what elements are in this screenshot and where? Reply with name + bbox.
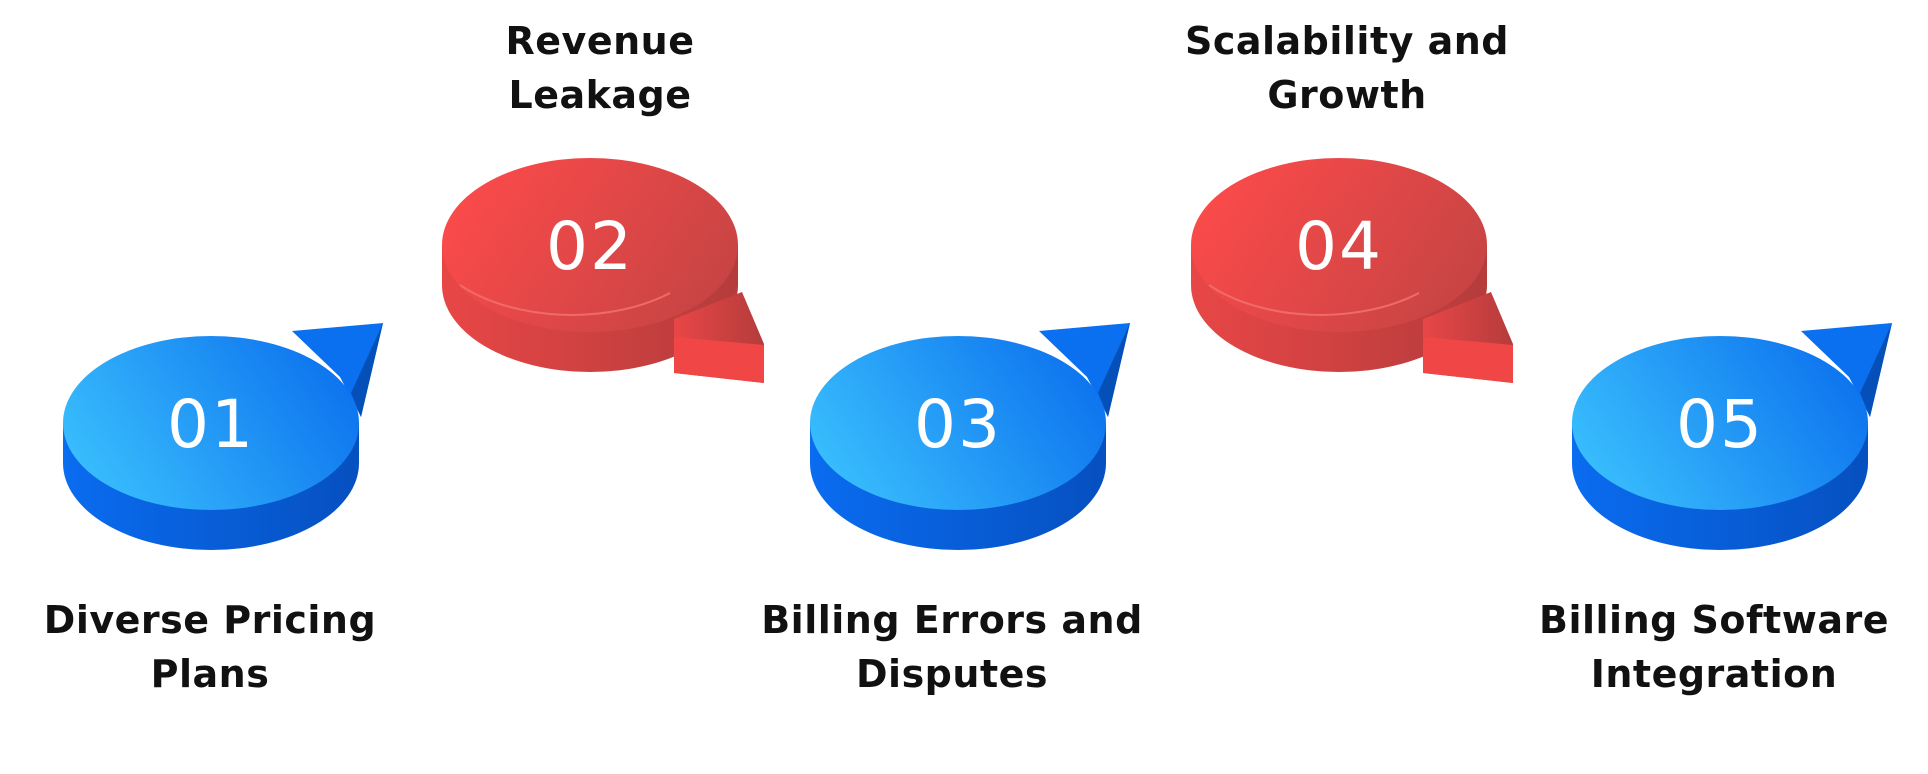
step-04-label: Scalability and Growth <box>1137 14 1557 122</box>
step-02-label-line: Leakage <box>508 73 692 117</box>
step-05-label: Billing Software Integration <box>1504 593 1924 701</box>
step-02-number: 02 <box>546 208 634 285</box>
step-04-label-line: Growth <box>1267 73 1427 117</box>
step-02-label: Revenue Leakage <box>390 14 810 122</box>
step-02-disc: 02 <box>441 157 765 384</box>
step-01-disc: 01 <box>63 323 383 550</box>
step-01-label-line: Plans <box>150 652 270 696</box>
step-03-label: Billing Errors and Disputes <box>742 593 1162 701</box>
step-04-disc: 04 <box>1190 157 1514 384</box>
step-03-label-line: Disputes <box>856 652 1048 696</box>
step-05-number: 05 <box>1676 386 1764 463</box>
step-05-disc: 05 <box>1572 323 1892 550</box>
step-01-label-line: Diverse Pricing <box>43 598 377 642</box>
step-01-number: 01 <box>167 386 255 463</box>
step-02-label-line: Revenue <box>505 19 695 63</box>
step-03-disc: 03 <box>810 323 1130 550</box>
step-03-label-line: Billing Errors and <box>761 598 1143 642</box>
step-04-label-line: Scalability and <box>1184 19 1510 63</box>
step-01-label: Diverse Pricing Plans <box>0 593 420 701</box>
step-05-label-line: Integration <box>1590 652 1838 696</box>
step-05-label-line: Billing Software <box>1539 598 1889 642</box>
step-04-number: 04 <box>1295 208 1383 285</box>
step-03-number: 03 <box>914 386 1002 463</box>
